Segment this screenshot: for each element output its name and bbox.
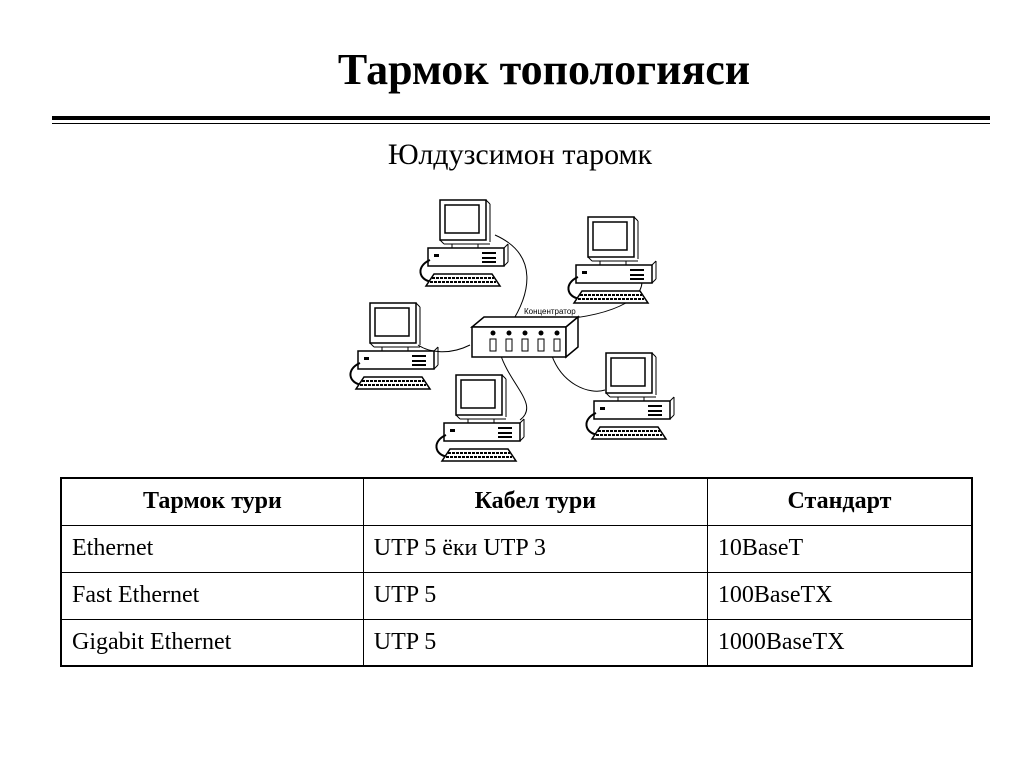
- slide-title: Тармок топологияси: [337, 45, 751, 94]
- slide-subtitle: Юлдузсимон таромк: [387, 138, 653, 171]
- hub-label: Концентратор: [524, 307, 576, 316]
- network-standards-table: Тармок тури Кабел тури Стандарт Ethernet…: [60, 477, 973, 667]
- computer-top-left: [419, 199, 509, 287]
- cell-network-type: Gigabit Ethernet: [60, 618, 364, 667]
- computer-left: [349, 302, 439, 390]
- computer-bottom-right: [585, 352, 675, 440]
- cell-network-type: Fast Ethernet: [60, 571, 364, 620]
- header-cable-type: Кабел тури: [362, 477, 708, 526]
- cell-standard: 10BaseT: [706, 524, 973, 573]
- title-divider-thin: [52, 123, 990, 124]
- title-divider-thick: [52, 116, 990, 120]
- hub-concentrator: [469, 315, 581, 359]
- table-row: Gigabit Ethernet UTP 5 1000BaseTX: [60, 618, 973, 667]
- table-header-row: Тармок тури Кабел тури Стандарт: [60, 477, 973, 526]
- cell-cable-type: UTP 5: [362, 618, 708, 667]
- table-row: Ethernet UTP 5 ёки UTP 3 10BaseT: [60, 524, 973, 573]
- header-standard: Стандарт: [706, 477, 973, 526]
- table-row: Fast Ethernet UTP 5 100BaseTX: [60, 571, 973, 620]
- header-network-type: Тармок тури: [60, 477, 364, 526]
- cell-standard: 100BaseTX: [706, 571, 973, 620]
- cell-cable-type: UTP 5: [362, 571, 708, 620]
- cell-standard: 1000BaseTX: [706, 618, 973, 667]
- cell-cable-type: UTP 5 ёки UTP 3: [362, 524, 708, 573]
- computer-top-right: [567, 216, 657, 304]
- computer-bottom: [435, 374, 525, 462]
- cell-network-type: Ethernet: [60, 524, 364, 573]
- star-topology-diagram: Концентратор: [330, 195, 690, 465]
